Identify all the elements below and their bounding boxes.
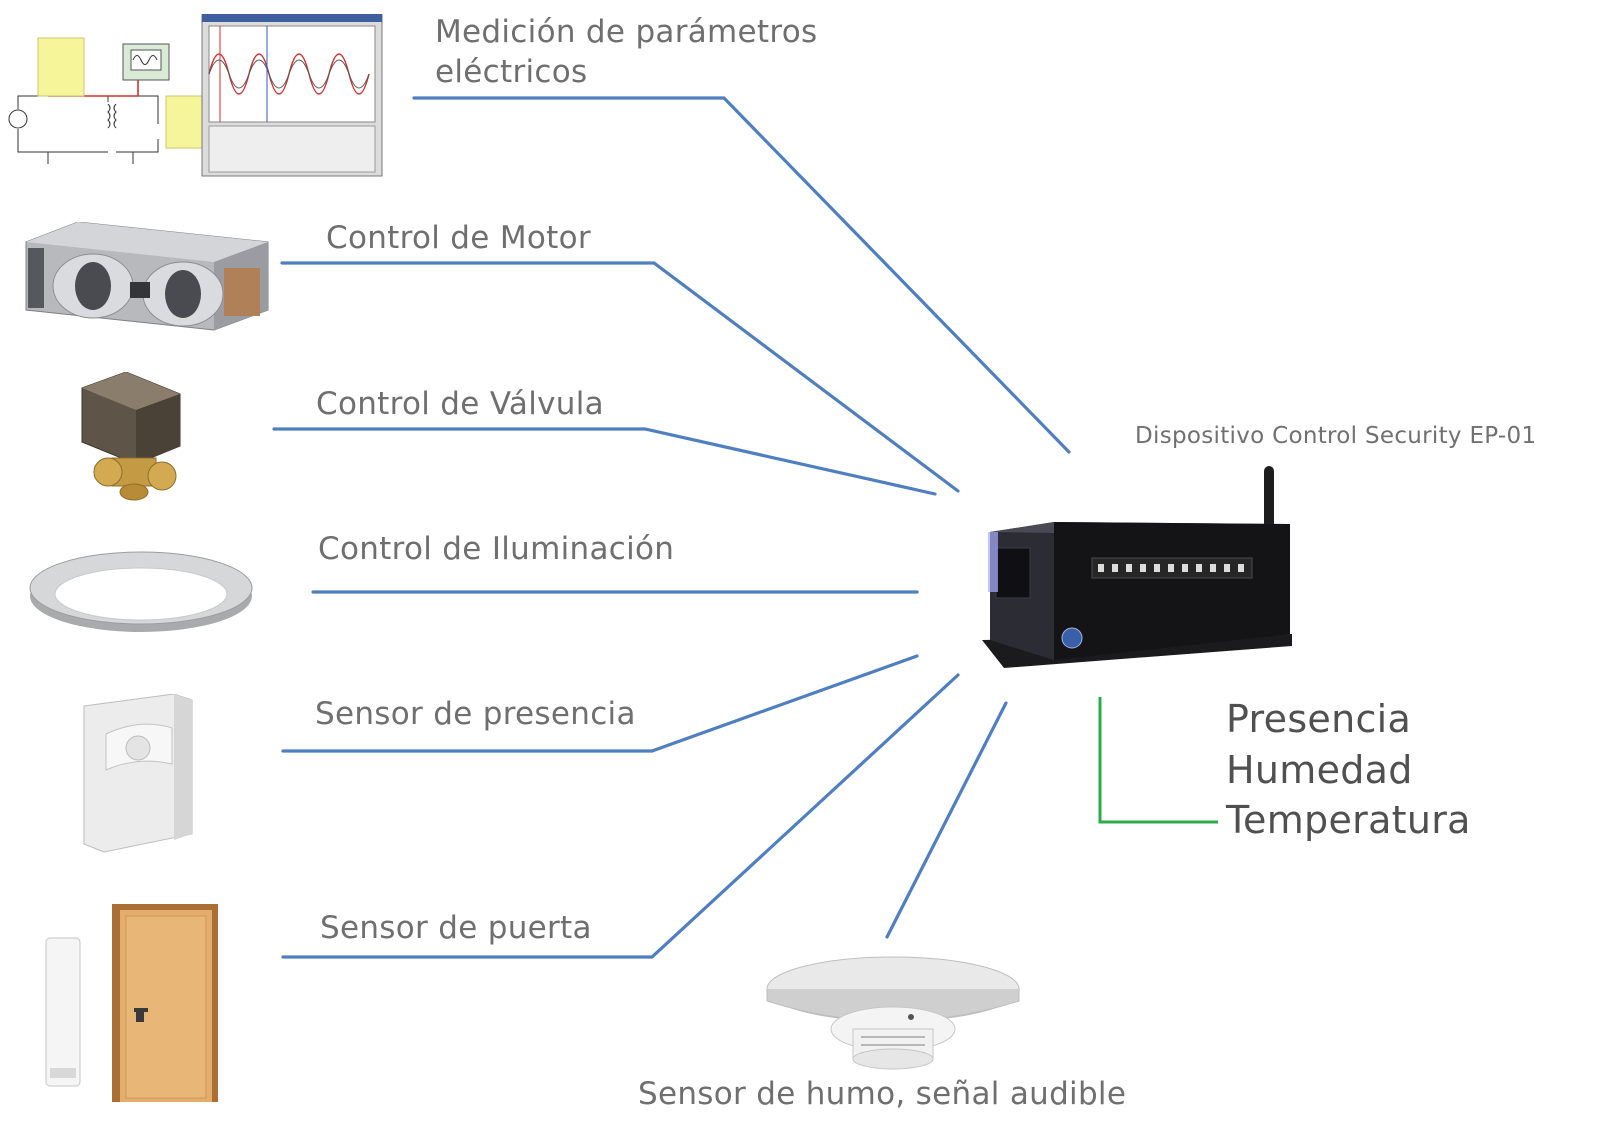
- label-presencia: Sensor de presencia: [315, 696, 636, 732]
- wire-motor: [280, 261, 960, 493]
- wire-presencia: [281, 654, 919, 753]
- label-humo: Sensor de humo, señal audible: [638, 1076, 1127, 1112]
- label-dispositivo: Dispositivo Control Security EP-01: [1135, 423, 1537, 449]
- label-puerta: Sensor de puerta: [320, 910, 592, 946]
- oscilloscope-circuit-icon: [8, 14, 383, 177]
- label-sensor-temperatura: Temperatura: [1226, 798, 1471, 842]
- door-sensor-icon: [45, 904, 218, 1102]
- smoke-detector-icon: [766, 956, 1020, 1070]
- wire-medicion: [412, 96, 1071, 454]
- label-valvula: Control de Válvula: [316, 386, 604, 422]
- label-medicion-line1: Medición de parámetros: [435, 14, 818, 50]
- ceiling-light-icon: [29, 551, 253, 632]
- wire-puerta: [281, 673, 960, 959]
- wire-built-in-sensors: [1098, 697, 1218, 824]
- valve-actuator-icon: [81, 372, 181, 501]
- label-iluminacion: Control de Iluminación: [318, 531, 675, 567]
- label-sensor-presencia: Presencia: [1226, 697, 1412, 741]
- label-motor: Control de Motor: [326, 220, 591, 256]
- fan-coil-motor-icon: [25, 222, 269, 331]
- label-medicion-line2: eléctricos: [435, 54, 588, 90]
- wire-humo: [885, 701, 1008, 939]
- wire-valvula: [272, 427, 937, 496]
- label-sensor-humedad: Humedad: [1226, 748, 1413, 792]
- control-device-icon: [982, 466, 1292, 668]
- motion-sensor-icon: [83, 694, 193, 853]
